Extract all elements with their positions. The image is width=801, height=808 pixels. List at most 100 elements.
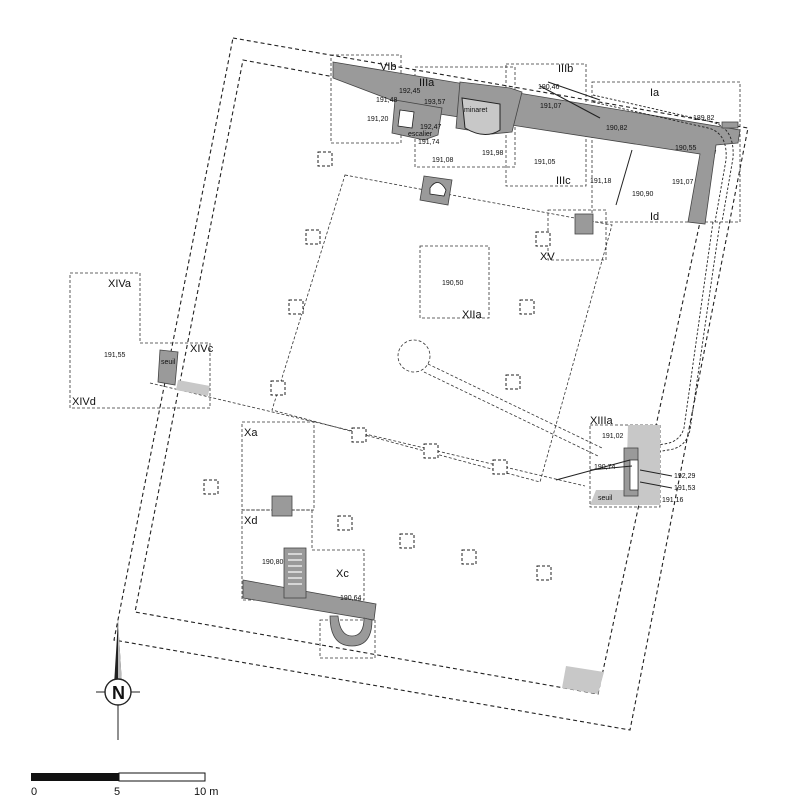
north-arrow-ring: [104, 678, 132, 706]
pillar: [203, 479, 219, 495]
inner-enclosure: [134, 59, 717, 695]
label-Xa: Xa: [244, 427, 258, 439]
sector-VIb-box: [330, 54, 402, 144]
south-apse: [329, 615, 373, 647]
scale-bar-black: [31, 773, 119, 781]
elevation: 192,45: [399, 88, 421, 95]
pillar: [399, 533, 415, 549]
elevation: 191,98: [482, 150, 504, 157]
sector-Ia-box: [591, 81, 741, 223]
elevation: 191,16: [662, 497, 684, 504]
elevation: 190,55: [675, 145, 697, 152]
trench-line-3: [639, 221, 721, 456]
staircase-block: [391, 99, 443, 141]
label-XIVa: XIVa: [108, 278, 132, 290]
pillar: [492, 459, 508, 475]
pillar: [505, 374, 521, 390]
elevation: 193,57: [424, 99, 446, 106]
se-corner-shade: [562, 666, 604, 694]
pillar: [337, 515, 353, 531]
pillar: [270, 380, 286, 396]
leader-line: [547, 81, 601, 101]
scale-tick-5: 5: [114, 786, 120, 798]
channel-line-1: [427, 363, 603, 449]
minaret-disc: [462, 98, 500, 135]
label-XIVd: XIVd: [72, 396, 96, 408]
label-XV: XV: [540, 251, 555, 263]
pillar: [317, 151, 333, 167]
trench-line-2: [592, 101, 727, 223]
label-Id: Id: [650, 211, 659, 223]
pillar: [461, 549, 477, 565]
pillar-grid: [203, 151, 552, 581]
label-escalier: escalier: [408, 131, 433, 138]
minaret-outline: [461, 97, 501, 135]
sector-XIV-threshold: [157, 349, 179, 386]
elevation: 191,74: [418, 139, 440, 146]
sector-Xc-apse-box: [319, 619, 376, 659]
elevation: 190,80: [262, 559, 284, 566]
pillar: [423, 443, 439, 459]
label-seuil-west: seuil: [161, 359, 176, 366]
scale-bar: 0 5 10 m: [31, 772, 218, 798]
label-IIIa: IIIa: [419, 77, 435, 89]
elevation: 190,82: [606, 125, 628, 132]
elevation: 190,74: [594, 464, 616, 471]
south-wall: [242, 579, 377, 621]
label-Xd: Xd: [244, 515, 257, 527]
elevation: 191,02: [602, 433, 624, 440]
label-XIIa: XIIa: [462, 309, 482, 321]
sector-XV-pillar: [574, 213, 594, 235]
label-Ia: Ia: [650, 87, 660, 99]
elevation: 190,90: [632, 191, 654, 198]
central-basin: [397, 339, 431, 373]
ne-wall-fragment: [721, 121, 739, 129]
elevation: 190,50: [442, 280, 464, 287]
scale-tick-10: 10 m: [194, 786, 218, 798]
elevation: 190,46: [538, 84, 560, 91]
north-arrow-letter: N: [112, 683, 125, 703]
sector-XIV-box: [69, 272, 211, 409]
label-XIIIa: XIIIa: [590, 415, 614, 427]
elevation: 192,47: [420, 124, 442, 131]
label-XIVc: XIVc: [190, 343, 214, 355]
label-minaret: minaret: [464, 107, 487, 114]
leader-line: [539, 85, 601, 119]
elevation: 191,48: [376, 97, 398, 104]
label-Xc: Xc: [336, 568, 349, 580]
sector-XIV-wall: [176, 380, 210, 396]
elevation: 191,05: [534, 159, 556, 166]
north-arrow: N: [96, 620, 140, 740]
elevation: 192,29: [674, 473, 696, 480]
label-IIIc: IIIc: [556, 175, 571, 187]
outer-enclosure: [113, 37, 749, 731]
label-VIb: VIb: [380, 61, 397, 73]
mihrab-arch-north: [429, 182, 447, 197]
label-IIIb: IIIb: [558, 63, 573, 75]
trench-line-1: [592, 94, 734, 223]
leader-line: [639, 469, 673, 477]
leader-line: [639, 481, 673, 489]
elevation: 191,07: [540, 103, 562, 110]
label-seuil-east: seuil: [598, 495, 613, 502]
trench-line-4: [639, 221, 714, 449]
elevation: 191,07: [672, 179, 694, 186]
elevation: 191,53: [674, 485, 696, 492]
sector-Xd-pillar: [271, 495, 293, 517]
prayer-hall-outline: [271, 174, 613, 483]
elevation: 191,18: [590, 178, 612, 185]
elevation: 190,64: [340, 595, 362, 602]
staircase-steps: [397, 109, 415, 129]
pillar: [519, 299, 535, 315]
sector-Xd-block: [283, 547, 307, 599]
sector-XIIIa-shade: [590, 425, 660, 505]
elevation: 191,20: [367, 116, 389, 123]
sector-Xd-hatching: [288, 553, 302, 585]
elevation: 191,55: [104, 352, 126, 359]
sector-XIIa-box: [419, 245, 490, 319]
pillar: [351, 427, 367, 443]
pillar: [535, 231, 551, 247]
scale-tick-0: 0: [31, 786, 37, 798]
channel-line-2: [423, 371, 599, 457]
